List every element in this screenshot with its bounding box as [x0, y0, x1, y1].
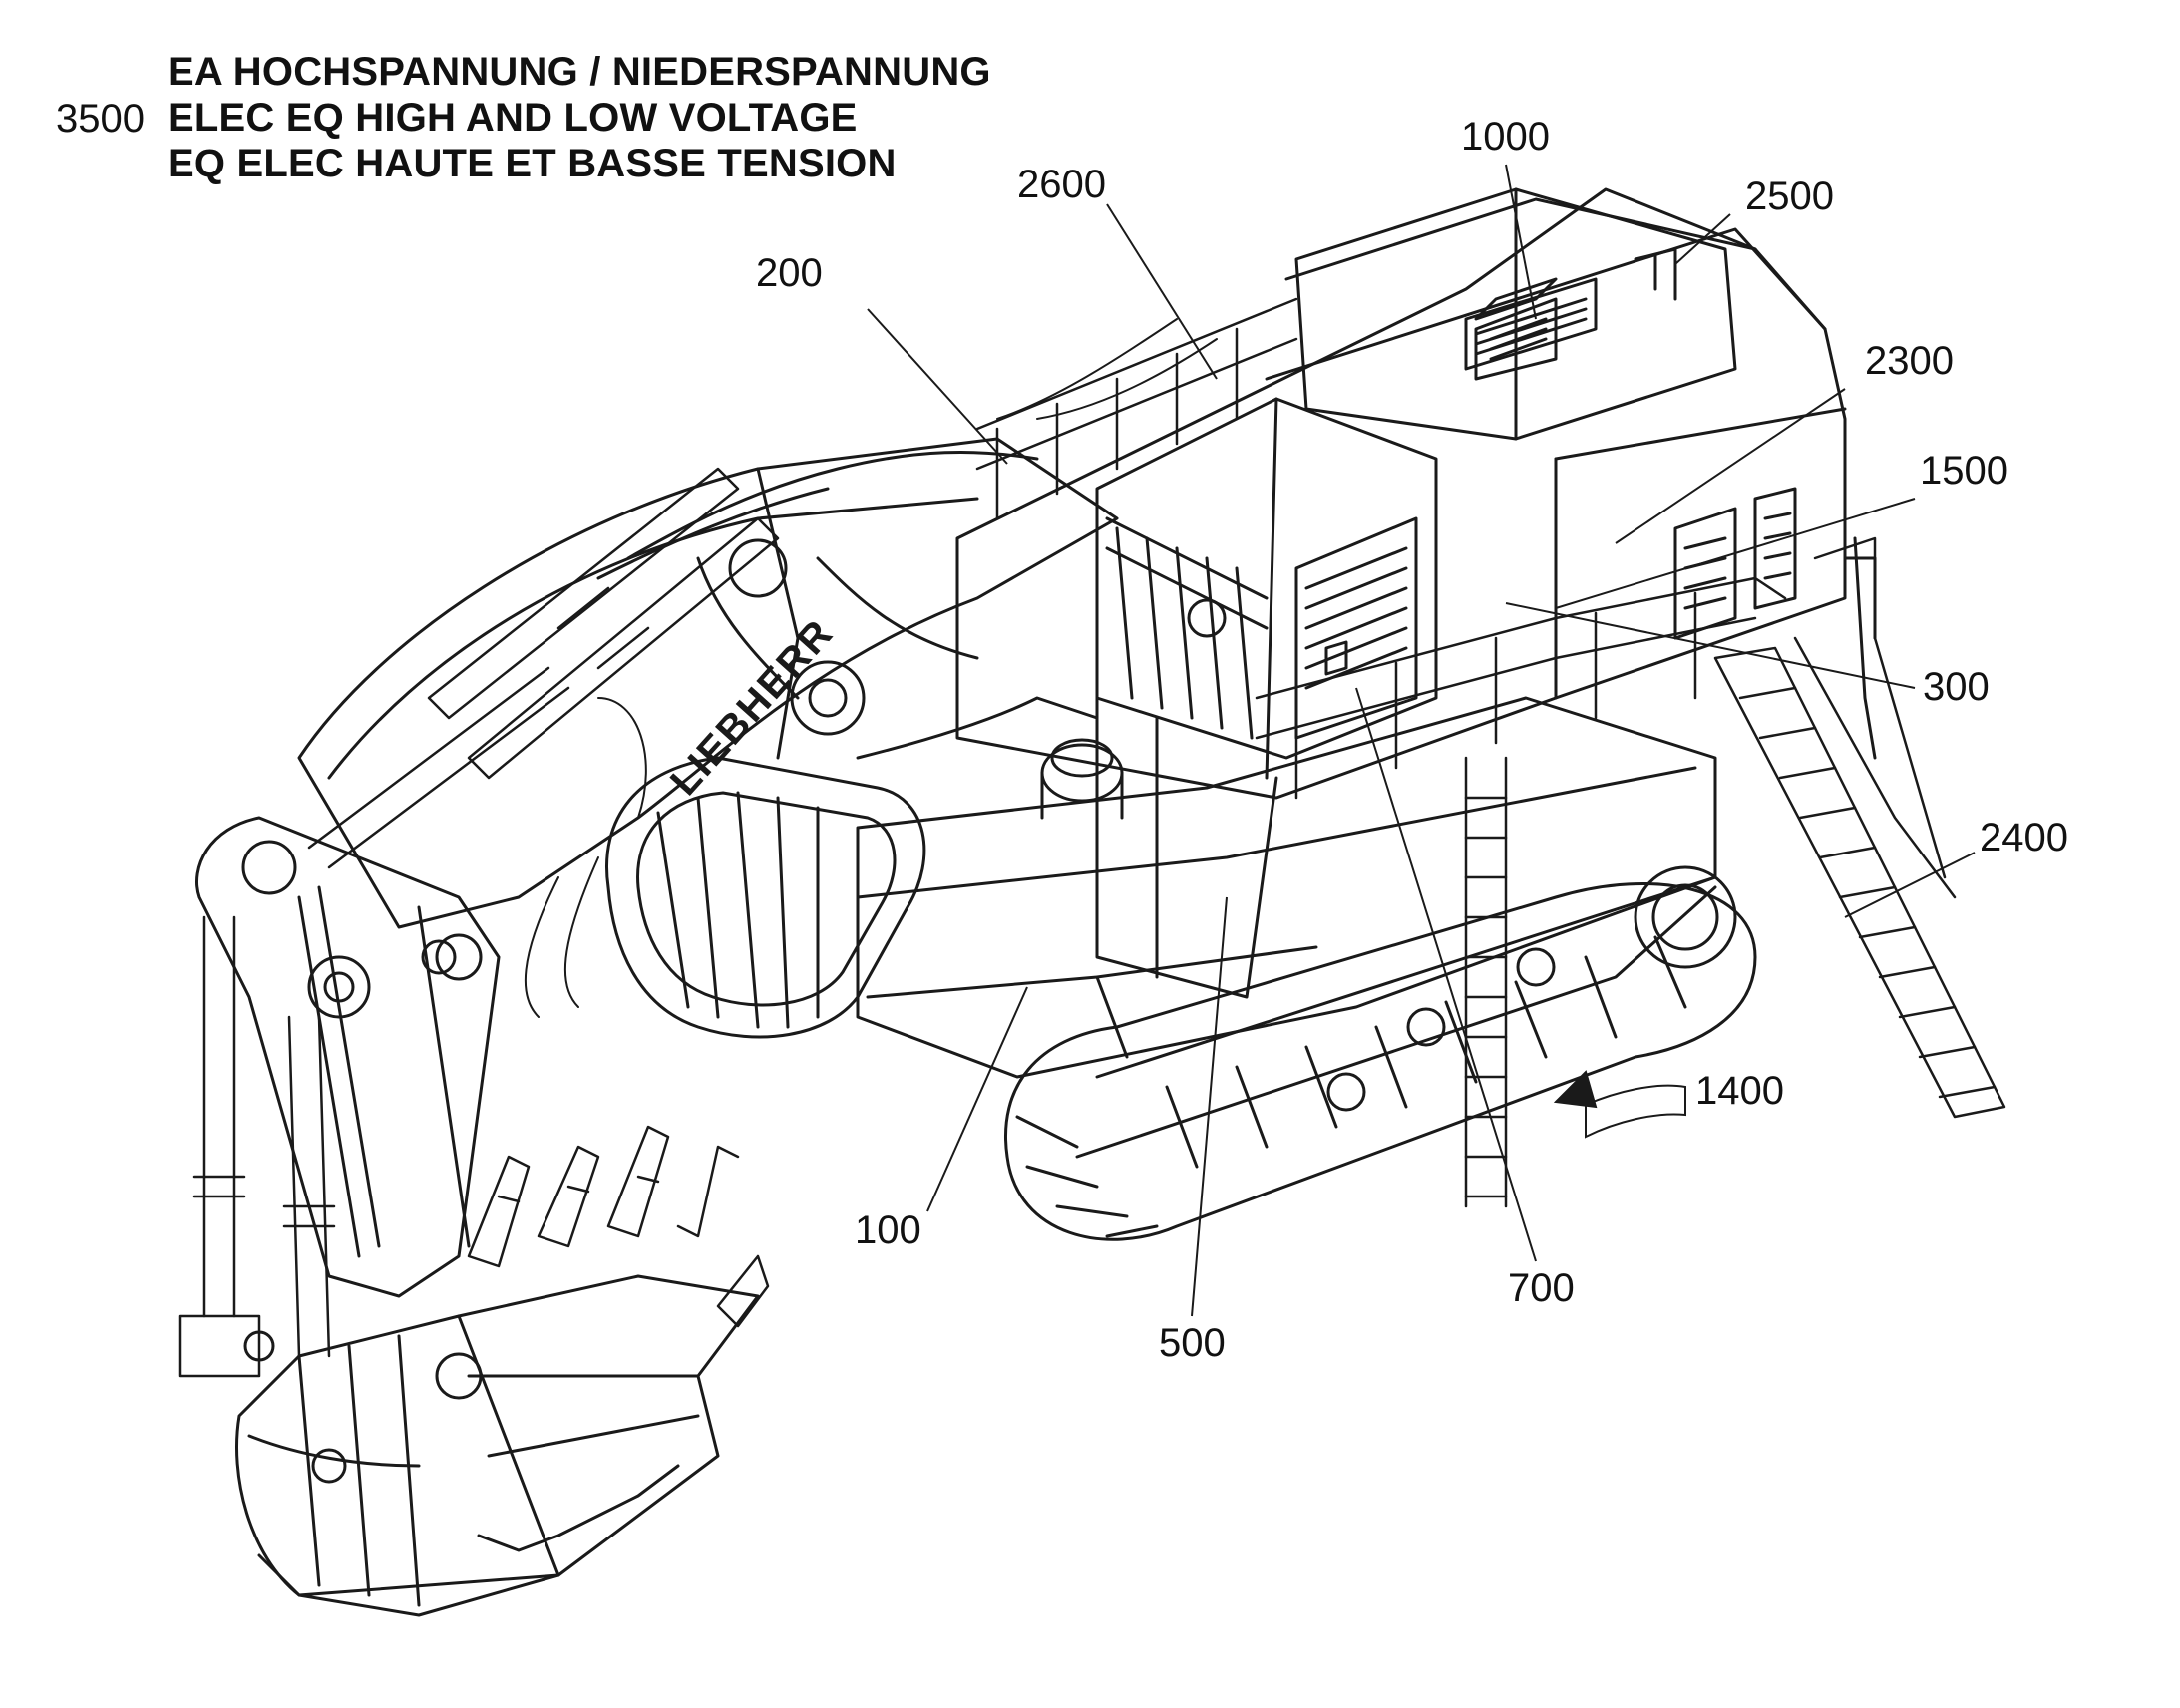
- ref-700: 700: [1508, 1266, 1575, 1310]
- pin-joints: [243, 939, 483, 1484]
- arrow-1400: [1553, 1070, 1598, 1109]
- leader-2300: [1615, 388, 1846, 544]
- leader-1500: [1555, 498, 1916, 609]
- leader-700: [1355, 687, 1537, 1262]
- title-line-french: EQ ELEC HAUTE ET BASSE TENSION: [168, 142, 897, 185]
- front-crawler-track: [1004, 865, 1757, 1241]
- leader-300: [1505, 602, 1916, 689]
- handrails: [975, 297, 1877, 800]
- leader-200: [867, 308, 1008, 465]
- leader-2600: [1106, 203, 1218, 380]
- leader-1400: [1585, 1084, 1686, 1139]
- swing-ring: [1040, 738, 1124, 820]
- access-ladder: [1464, 756, 1508, 1208]
- title-line-german: EA HOCHSPANNUNG / NIEDERSPANNUNG: [168, 50, 991, 94]
- electrical-cabinet: [1095, 397, 1438, 999]
- leader-2400: [1844, 852, 1976, 918]
- boom-cylinders: [307, 467, 780, 869]
- boom: [297, 437, 1119, 929]
- ref-1400: 1400: [1695, 1069, 1784, 1113]
- leader-500: [1191, 896, 1228, 1317]
- ref-2300: 2300: [1865, 339, 1954, 383]
- stick-arm: [195, 816, 501, 1298]
- bucket: [235, 1274, 760, 1617]
- lower-carbody: [856, 696, 1717, 1079]
- ref-200: 200: [756, 251, 823, 295]
- ref-500: 500: [1159, 1321, 1226, 1365]
- top-radiator-module: [1464, 247, 1677, 371]
- ref-300: 300: [1923, 665, 1990, 709]
- boom-hoses: [524, 318, 1218, 1018]
- title-line-english: ELEC EQ HIGH AND LOW VOLTAGE: [168, 96, 858, 140]
- leader-2500: [1674, 213, 1731, 265]
- ref-2400: 2400: [1980, 816, 2068, 859]
- ref-1000: 1000: [1461, 115, 1550, 159]
- ref-1500: 1500: [1920, 449, 2008, 493]
- ref-2600: 2600: [1017, 163, 1106, 206]
- reference-code-3500: 3500: [56, 97, 145, 141]
- ref-2500: 2500: [1745, 174, 1834, 218]
- ref-100: 100: [855, 1208, 921, 1252]
- leader-1000: [1505, 164, 1537, 320]
- rear-crawler-track: [605, 756, 926, 1039]
- access-stairway: [1713, 636, 2006, 1119]
- bucket-teeth: [467, 1125, 770, 1328]
- stick-cylinders: [178, 915, 336, 1378]
- leader-100: [926, 986, 1028, 1212]
